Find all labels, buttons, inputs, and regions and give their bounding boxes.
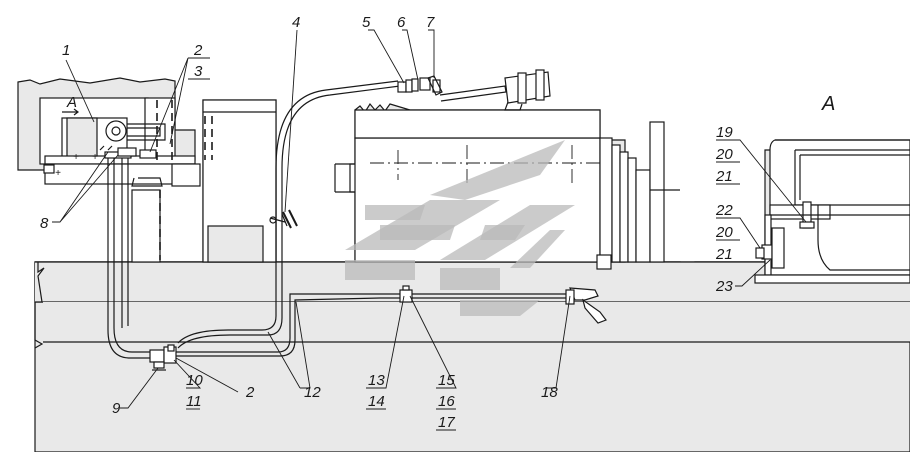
callout-19: 19 [716,124,733,141]
pipelines [107,80,607,359]
callout-4: 4 [292,14,300,31]
callout-18: 18 [541,384,558,401]
callout-20-upper: 20 [715,146,733,163]
plus-mark-1: + [73,152,79,163]
left-panel [202,99,277,263]
fittings [104,75,443,371]
callout-labels: 1 2 3 4 5 6 7 8 9 10 11 2 12 13 14 15 16… [40,14,733,431]
callout-22: 22 [715,202,733,219]
callout-23: 23 [715,278,733,295]
callout-3: 3 [194,63,203,80]
watermark-logo [345,140,575,316]
callout-17: 17 [438,414,455,431]
callout-21-upper: 21 [715,168,733,185]
callout-8: 8 [40,215,49,232]
arrow-a-label: A [66,94,77,111]
callout-6: 6 [397,14,406,31]
callout-5: 5 [362,14,371,31]
callout-14: 14 [368,393,385,410]
callout-1: 1 [62,42,70,59]
callout-7: 7 [426,14,435,31]
callout-2-top: 2 [193,42,203,59]
leader-lines [52,29,807,431]
callout-12: 12 [304,384,321,401]
callout-11: 11 [186,393,202,410]
upper-pipe-assembly [439,69,551,111]
callout-15: 15 [438,372,455,389]
callout-13: 13 [368,372,385,389]
plus-mark-2: + [92,152,98,163]
callout-21-lower: 21 [715,246,733,263]
callout-9: 9 [112,400,121,417]
detail-a: A [754,93,910,284]
plus-mark-3: + [55,168,61,179]
callout-10: 10 [186,372,203,389]
callout-16: 16 [438,393,455,410]
callout-2-bottom: 2 [245,384,255,401]
detail-view-label: A [821,93,835,115]
callout-20-lower: 20 [715,224,733,241]
